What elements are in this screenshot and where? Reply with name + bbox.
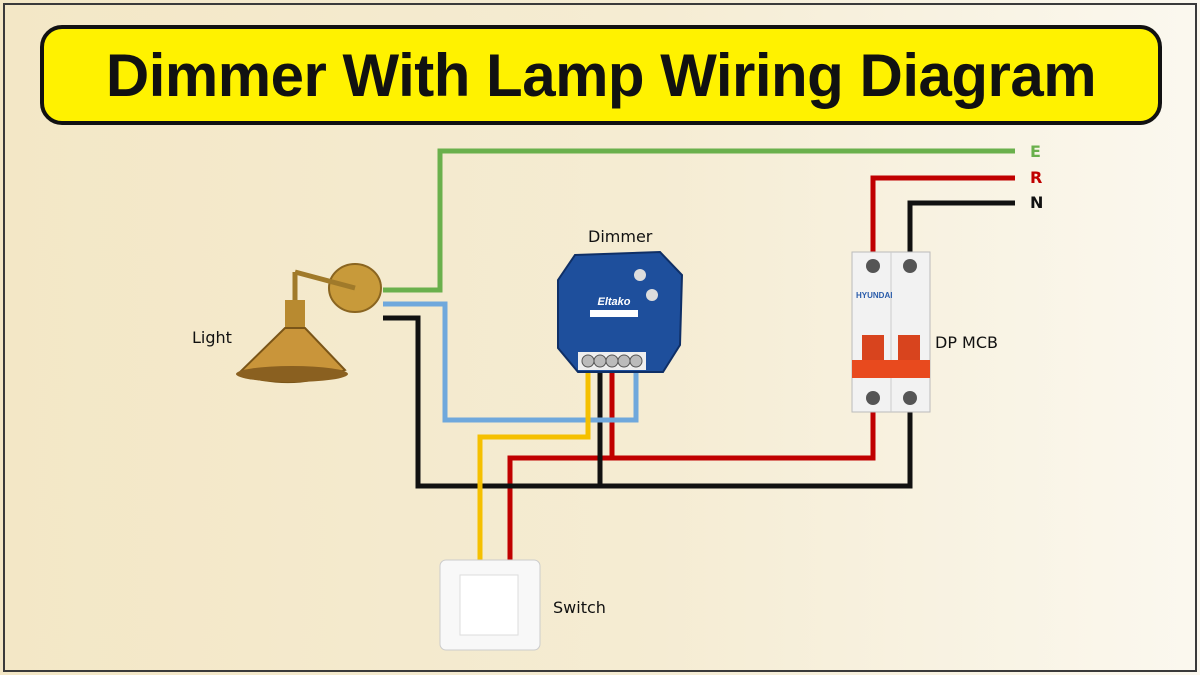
live-supply-wire <box>870 175 1015 265</box>
mcb-brand: HYUNDAI <box>856 291 892 300</box>
neutral-supply-wire <box>907 200 1015 265</box>
dimmer-image: Eltako <box>557 250 684 373</box>
neutral-label: N <box>1030 193 1044 212</box>
mcb-label: DP MCB <box>935 333 999 352</box>
light-label: Light <box>192 328 232 347</box>
earth-wire <box>383 148 1015 293</box>
border-frame <box>3 3 1197 672</box>
neutral-lamp-wire <box>383 315 913 489</box>
lamp-switched-wire <box>383 301 639 423</box>
mcb-image: HYUNDAI <box>851 251 931 413</box>
live-label: R <box>1030 168 1043 187</box>
switch-image[interactable] <box>439 559 541 651</box>
switch-leg-wire <box>477 365 591 565</box>
page-title: Dimmer With Lamp Wiring Diagram <box>40 25 1162 125</box>
live-mcb-switch-wire <box>507 398 876 565</box>
switch-label: Switch <box>553 598 606 617</box>
earth-label: E <box>1030 142 1041 161</box>
dimmer-label: Dimmer <box>588 227 653 246</box>
dimmer-brand: Eltako <box>597 296 630 308</box>
lamp-image <box>236 263 382 384</box>
